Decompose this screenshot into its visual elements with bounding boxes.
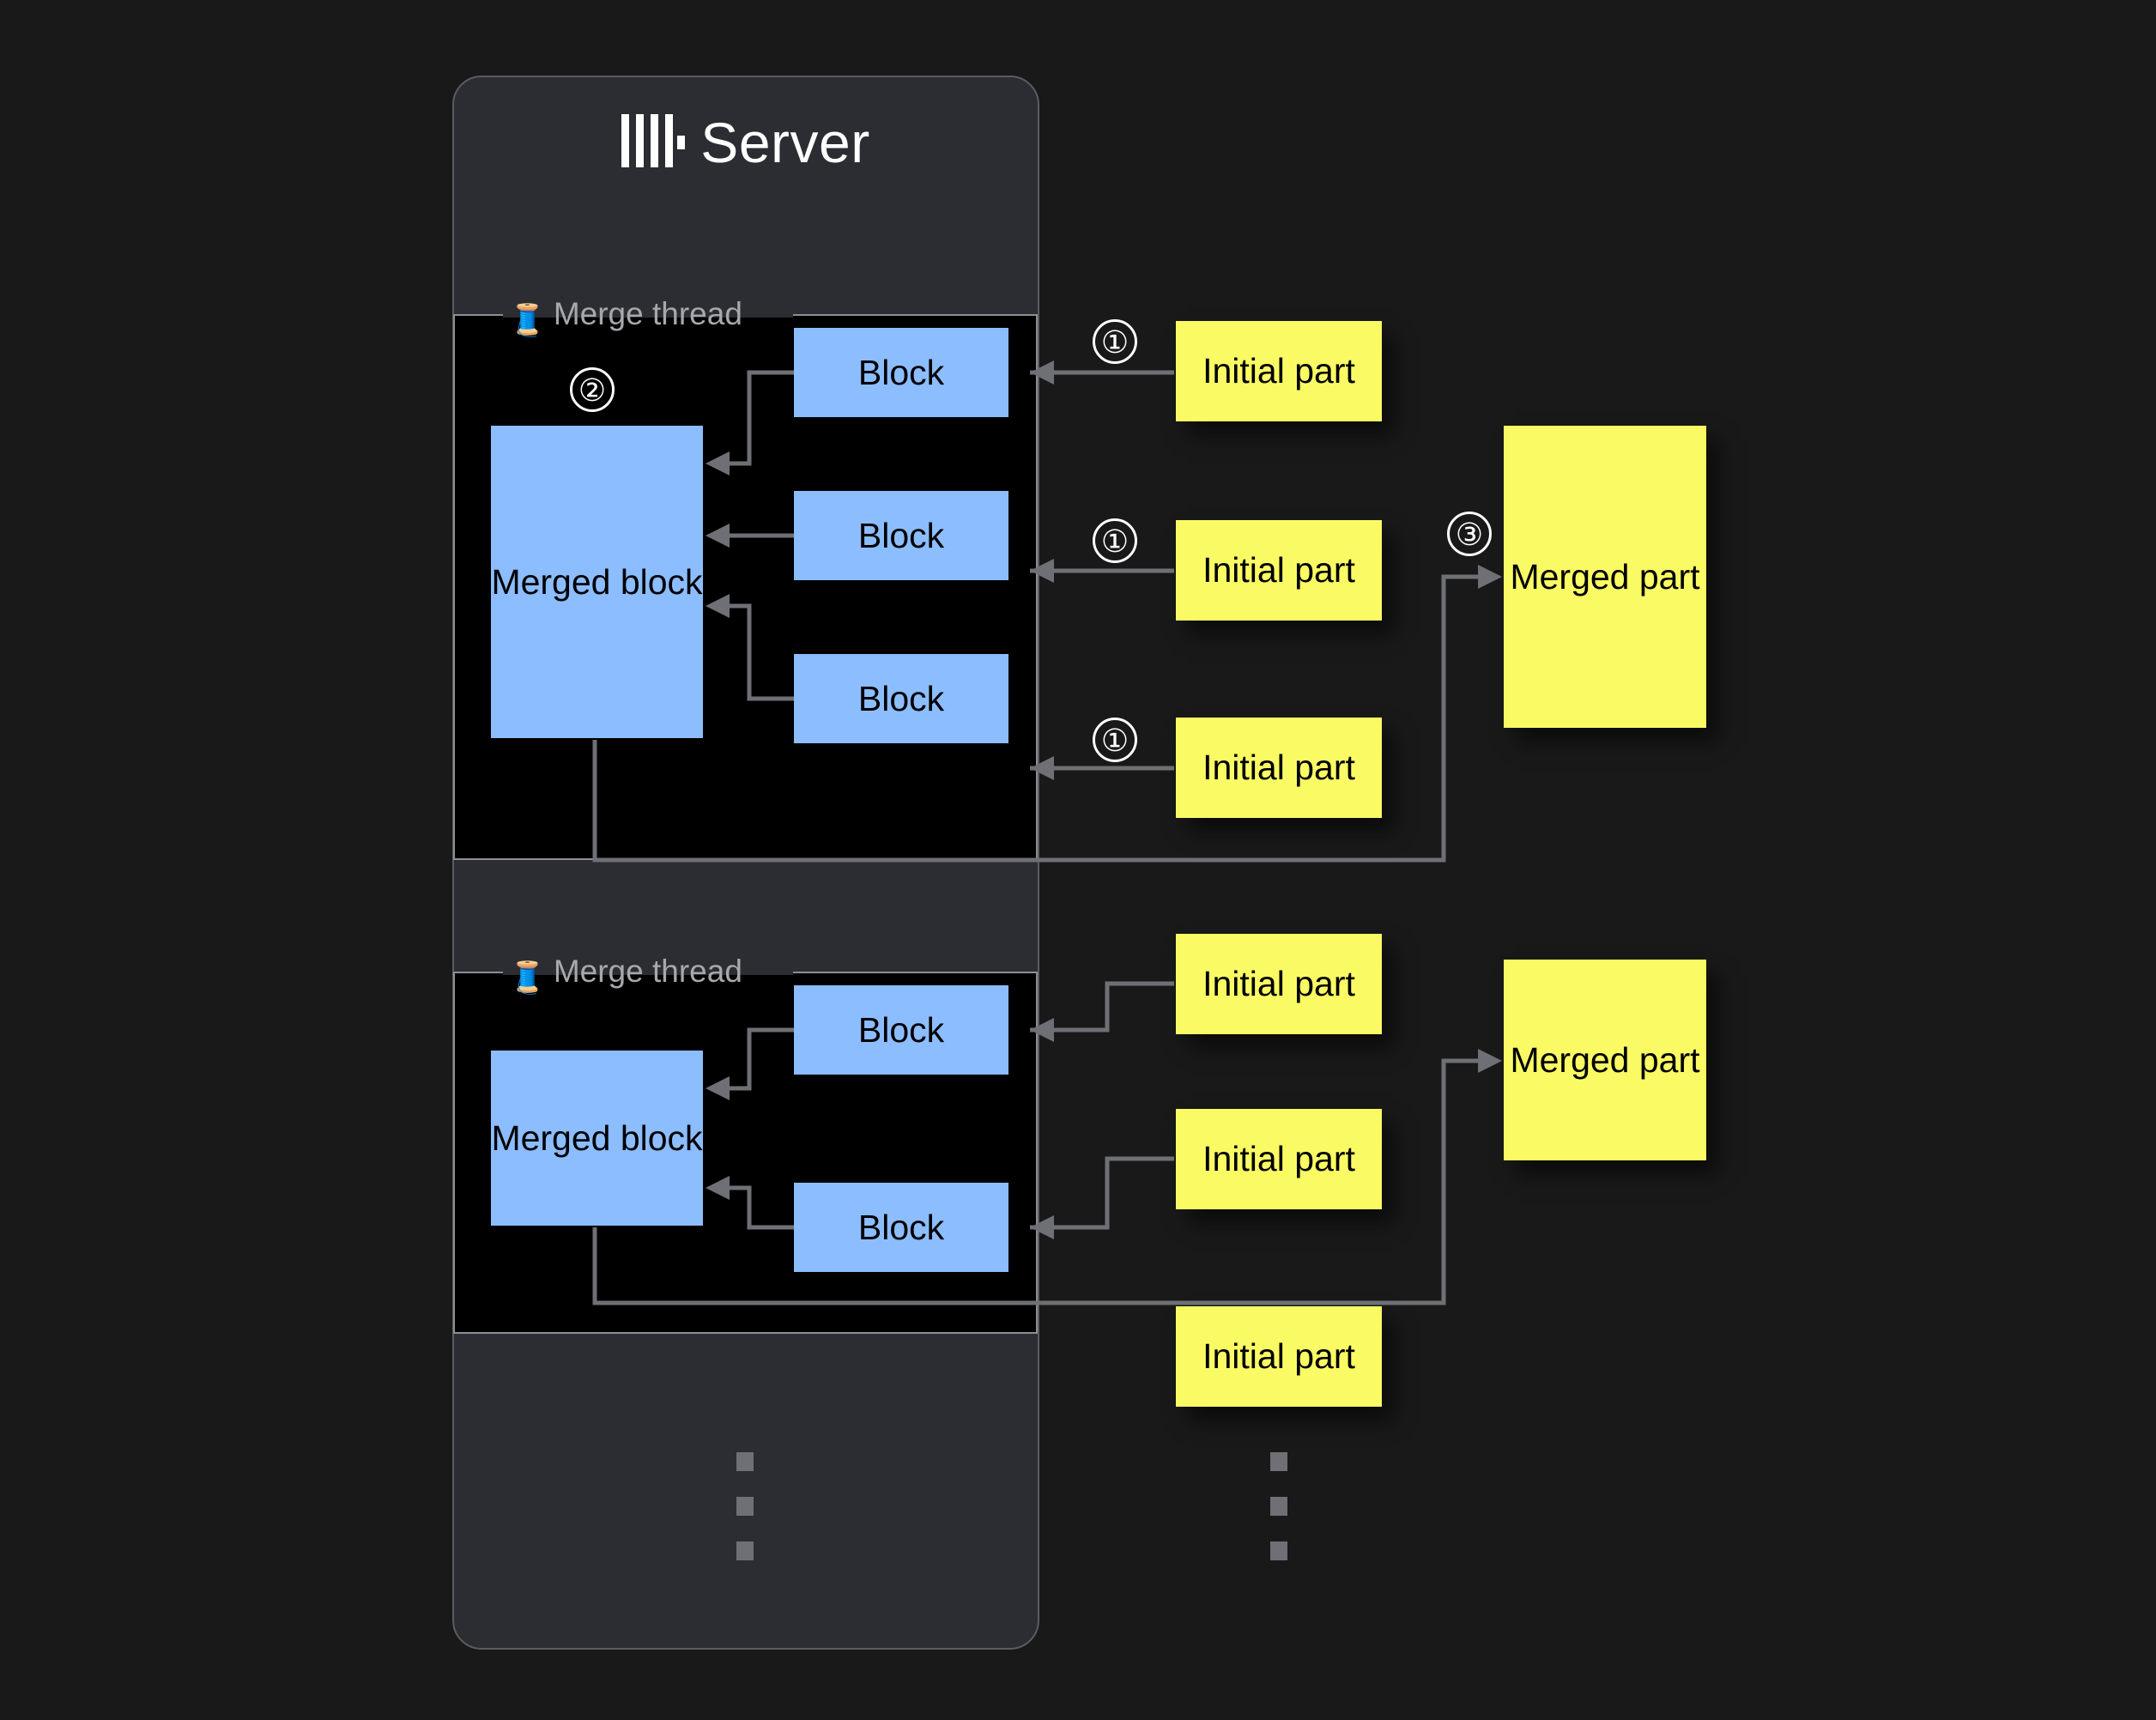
merged-block-2: Merged block [491, 1051, 703, 1226]
block-2-2-label: Block [857, 1207, 945, 1247]
merge-thread-1-label-text: Merge thread [553, 296, 742, 331]
initial-part-1-3-label: Initial part [1202, 748, 1355, 787]
merged-block-2-label: Merged block [491, 1117, 703, 1158]
merged-part-2: Merged part [1504, 960, 1706, 1160]
merge-thread-1-label-mask [503, 312, 793, 318]
merge-thread-2-label: 🧵Merge thread [508, 953, 751, 996]
initial-part-2-3: Initial part [1176, 1306, 1382, 1407]
initial-part-1-3: Initial part [1176, 718, 1382, 818]
thread-spool-icon: 🧵 [508, 302, 547, 337]
arrowhead-icon [1478, 565, 1502, 589]
merge-thread-2-label-text: Merge thread [553, 954, 742, 989]
block-2-1-label: Block [857, 1009, 945, 1050]
clickhouse-logo-icon [621, 114, 686, 167]
initial-part-1-1: Initial part [1176, 321, 1382, 421]
initial-part-1-1-label: Initial part [1202, 351, 1355, 391]
merged-block-1: Merged block [491, 426, 703, 738]
step-3-marker: ③ [1447, 512, 1492, 556]
server-title: Server [452, 110, 1039, 175]
step-1-marker-a: ① [1093, 319, 1137, 364]
block-2-2: Block [794, 1183, 1008, 1272]
initial-part-1-2-label: Initial part [1202, 550, 1355, 590]
block-2-1: Block [794, 985, 1008, 1075]
initial-part-2-1: Initial part [1176, 934, 1382, 1034]
step-1-text-b: ① [1100, 524, 1129, 559]
step-3-text: ③ [1455, 517, 1484, 552]
merged-part-1: Merged part [1504, 426, 1706, 728]
block-1-2: Block [794, 491, 1008, 580]
thread-spool-icon: 🧵 [508, 960, 547, 995]
initial-part-2-2-label: Initial part [1202, 1139, 1355, 1178]
step-1-marker-c: ① [1093, 718, 1137, 762]
merged-part-1-label: Merged part [1510, 556, 1700, 597]
initial-part-1-2: Initial part [1176, 520, 1382, 621]
initial-part-2-2: Initial part [1176, 1109, 1382, 1209]
merged-part-2-label: Merged part [1510, 1039, 1700, 1080]
merge-thread-1-label: 🧵Merge thread [508, 295, 751, 339]
step-1-text-c: ① [1100, 723, 1129, 758]
server-ellipsis [736, 1452, 754, 1586]
initial-part-2-1-label: Initial part [1202, 964, 1355, 1003]
step-2-marker: ② [570, 367, 615, 412]
block-1-1: Block [794, 328, 1008, 417]
block-1-1-label: Block [857, 352, 945, 392]
initial-part-2-3-label: Initial part [1202, 1336, 1355, 1376]
parts-ellipsis [1270, 1452, 1287, 1586]
step-1-marker-b: ① [1093, 518, 1137, 563]
block-1-2-label: Block [857, 515, 945, 555]
block-1-3: Block [794, 654, 1008, 743]
step-2-text: ② [578, 372, 607, 408]
step-1-text-a: ① [1100, 324, 1129, 360]
arrowhead-icon [1478, 1049, 1502, 1073]
server-title-text: Server [700, 111, 870, 174]
block-1-3-label: Block [857, 678, 945, 718]
merged-block-1-label: Merged block [491, 561, 703, 602]
merge-thread-2-label-mask [503, 970, 793, 975]
